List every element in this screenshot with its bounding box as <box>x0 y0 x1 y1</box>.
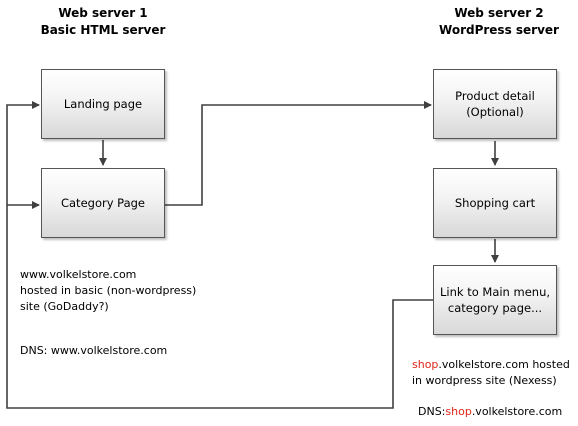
product-detail-label: Product detail <box>455 89 535 103</box>
server2-dns-highlight: shop <box>445 405 472 418</box>
category-page-label: Category Page <box>60 196 146 210</box>
category-page-box: Category Page <box>41 168 165 238</box>
server2-info-line1-rest: .volkelstore.com hosted <box>438 358 570 371</box>
link-main-menu-sublabel: category page... <box>447 301 543 315</box>
server1-heading: Web server 1 Basic HTML server <box>23 5 183 39</box>
server1-heading-line2: Basic HTML server <box>40 23 166 37</box>
server1-info-line2: hosted in basic (non-wordpress) <box>20 284 197 297</box>
arrow-link-to-landing <box>6 101 433 409</box>
server2-heading-line1: Web server 2 <box>454 6 544 20</box>
arrow-category-to-product <box>165 101 432 206</box>
server2-info-highlight: shop <box>412 358 439 371</box>
server2-info-note: shop.volkelstore.com hosted in wordpress… <box>412 357 570 389</box>
product-detail-sublabel: (Optional) <box>466 105 524 119</box>
server2-heading-line2: WordPress server <box>439 23 559 37</box>
server1-dns-note: DNS: www.volkelstore.com <box>20 343 167 359</box>
server2-info-line2: in wordpress site (Nexess) <box>412 374 557 387</box>
link-main-menu-label: Link to Main menu, <box>439 285 551 299</box>
shopping-cart-box: Shopping cart <box>433 168 557 238</box>
server1-info-line3: site (GoDaddy?) <box>20 300 109 313</box>
server2-dns-prefix: DNS: <box>418 405 446 418</box>
server1-dns-text: DNS: www.volkelstore.com <box>20 344 168 357</box>
server1-info-line1: www.volkelstore.com <box>20 268 137 281</box>
server1-info-note: www.volkelstore.com hosted in basic (non… <box>20 267 196 315</box>
server2-info-line1: shop.volkelstore.com hosted <box>412 357 570 373</box>
landing-page-box: Landing page <box>41 69 165 139</box>
server2-dns-line: DNS:shop.volkelstore.com <box>418 404 562 420</box>
server1-heading-line1: Web server 1 <box>58 6 148 20</box>
server2-dns-rest: .volkelstore.com <box>471 405 563 418</box>
shopping-cart-label: Shopping cart <box>454 196 536 210</box>
link-main-menu-box: Link to Main menu, category page... <box>433 265 557 335</box>
landing-page-label: Landing page <box>63 97 143 111</box>
product-detail-box: Product detail (Optional) <box>433 69 557 139</box>
server2-heading: Web server 2 WordPress server <box>419 5 578 39</box>
server2-dns-note: DNS:shop.volkelstore.com <box>418 404 562 420</box>
